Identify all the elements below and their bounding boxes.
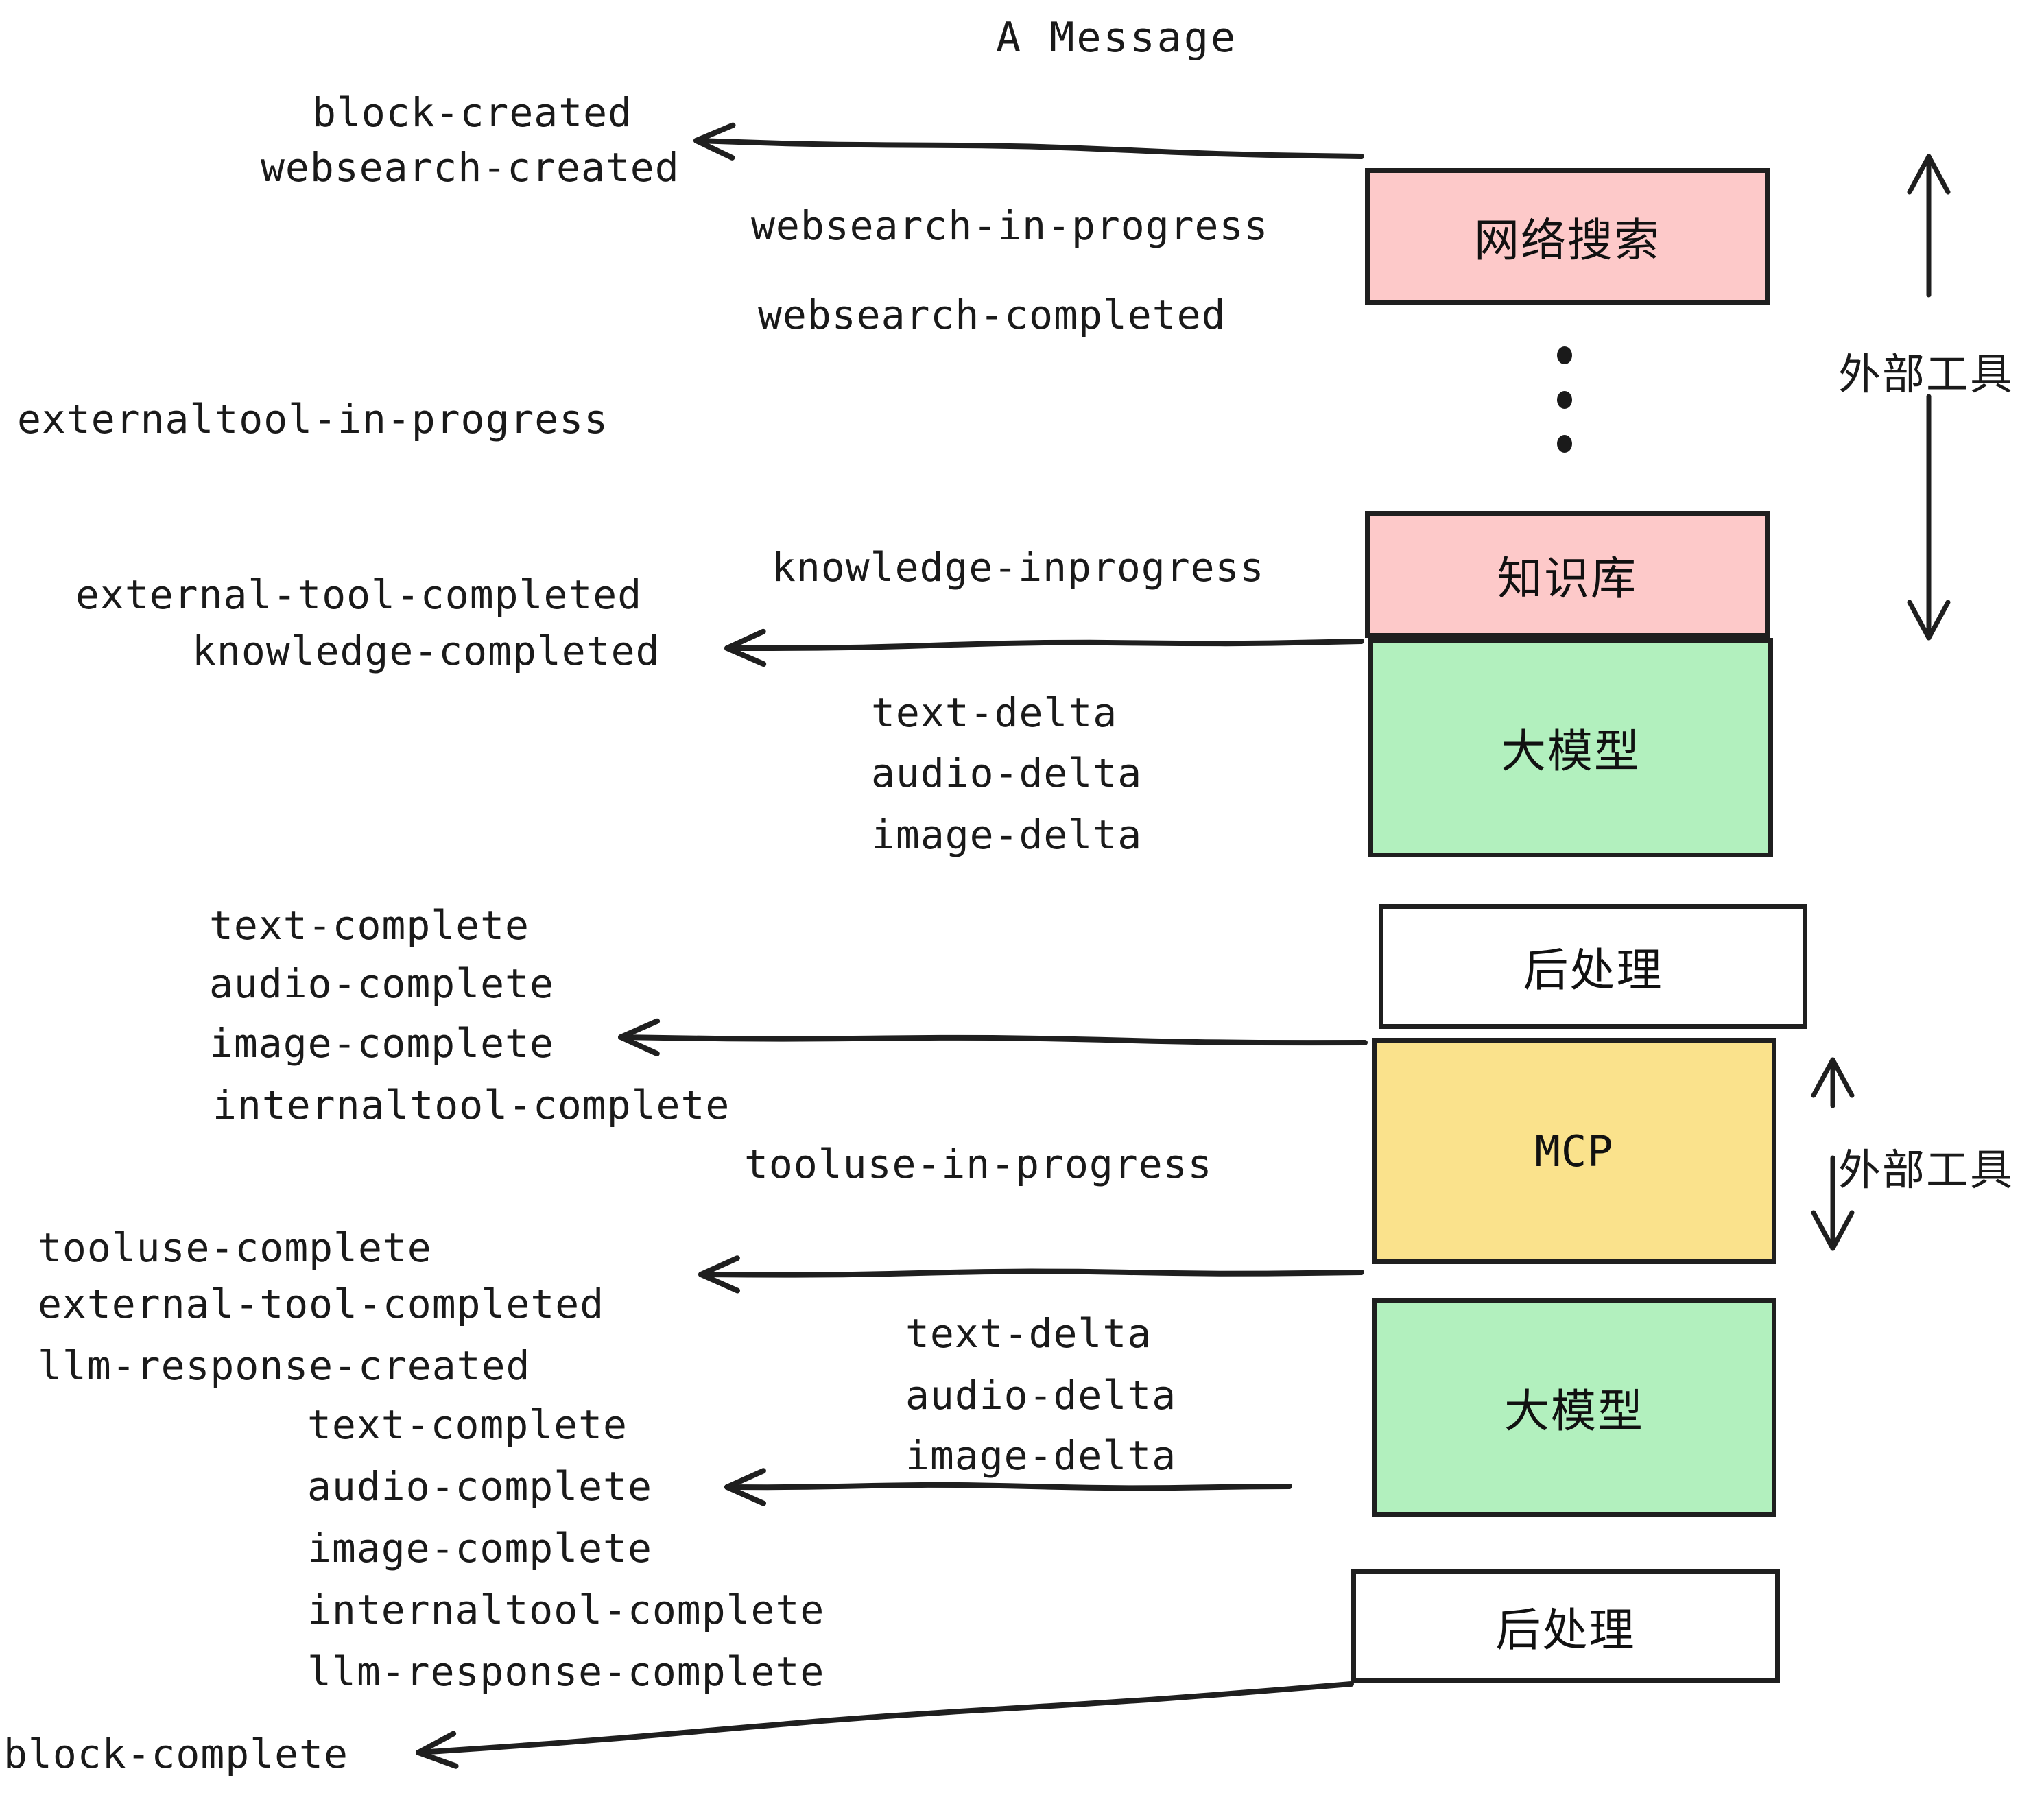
flow-arrow-tooluse-complete [698, 1255, 1364, 1294]
flow-arrow-block-created [693, 122, 1364, 161]
event-label-text-complete-2: text-complete [307, 1401, 628, 1448]
ellipsis-dot [1557, 346, 1572, 364]
event-label-audio-delta-2: audio-delta [905, 1372, 1177, 1419]
event-label-audio-delta-1: audio-delta [871, 750, 1143, 796]
event-label-internaltool-complete-1: internaltool-complete [213, 1082, 730, 1128]
event-label-image-complete-2: image-complete [307, 1525, 652, 1571]
process-box-label: 大模型 [1504, 1385, 1644, 1438]
process-box-label: 后处理 [1495, 1603, 1636, 1657]
event-label-block-complete: block-complete [3, 1731, 348, 1777]
event-label-audio-complete-1: audio-complete [209, 960, 554, 1007]
page-title: A Message [996, 14, 1238, 62]
event-label-tooluse-complete: tooluse-complete [38, 1224, 432, 1271]
event-label-text-delta-2: text-delta [905, 1310, 1152, 1357]
ellipsis-dot [1557, 390, 1572, 409]
side-label-external-tools-1: 外部工具 [1838, 349, 2015, 399]
process-box-label: 网络搜索 [1474, 214, 1661, 267]
flow-arrow-block-complete [416, 1681, 1354, 1769]
event-label-websearch-in-progress: websearch-in-progress [751, 202, 1269, 249]
event-label-external-tool-completed-2: external-tool-completed [38, 1281, 605, 1327]
event-label-knowledge-inprogress: knowledge-inprogress [772, 544, 1265, 591]
event-label-image-delta-2: image-delta [905, 1432, 1177, 1479]
event-label-text-delta-1: text-delta [871, 689, 1118, 736]
process-box-label: MCP [1534, 1126, 1614, 1176]
event-label-audio-complete-2: audio-complete [307, 1463, 652, 1510]
event-label-websearch-completed: websearch-completed [758, 292, 1226, 338]
event-label-llm-response-complete: llm-response-complete [307, 1648, 825, 1695]
event-label-llm-response-created: llm-response-created [38, 1342, 531, 1389]
event-label-external-tool-completed-1: external-tool-completed [75, 571, 643, 618]
process-box-llm-1: 大模型 [1368, 638, 1773, 857]
event-label-internaltool-complete-2: internaltool-complete [307, 1587, 825, 1633]
process-box-knowledge: 知识库 [1365, 511, 1770, 638]
ellipsis-dot [1557, 435, 1572, 453]
process-box-postprocess-1: 后处理 [1379, 904, 1807, 1029]
vertical-ellipsis-icon [1557, 346, 1572, 453]
event-label-knowledge-completed: knowledge-completed [192, 628, 661, 674]
event-label-block-created: block-created [312, 89, 632, 136]
event-label-text-complete-1: text-complete [209, 902, 530, 949]
process-box-postprocess-2: 后处理 [1351, 1569, 1780, 1683]
process-box-mcp: MCP [1372, 1038, 1776, 1264]
process-box-label: 知识库 [1497, 551, 1637, 605]
event-label-image-complete-1: image-complete [209, 1020, 554, 1067]
process-box-llm-2: 大模型 [1372, 1298, 1776, 1517]
flow-arrow-image-complete [618, 1018, 1368, 1056]
process-box-websearch: 网络搜索 [1365, 168, 1770, 305]
side-label-external-tools-2: 外部工具 [1838, 1145, 2015, 1195]
event-label-externaltool-in-progress: externaltool-in-progress [17, 396, 609, 442]
flow-arrow-knowledge-done [724, 628, 1364, 667]
event-label-image-delta-1: image-delta [871, 811, 1143, 858]
event-label-tooluse-in-progress: tooluse-in-progress [744, 1141, 1213, 1187]
process-box-label: 后处理 [1523, 944, 1663, 997]
event-label-websearch-created: websearch-created [261, 144, 680, 191]
process-box-label: 大模型 [1501, 725, 1641, 778]
